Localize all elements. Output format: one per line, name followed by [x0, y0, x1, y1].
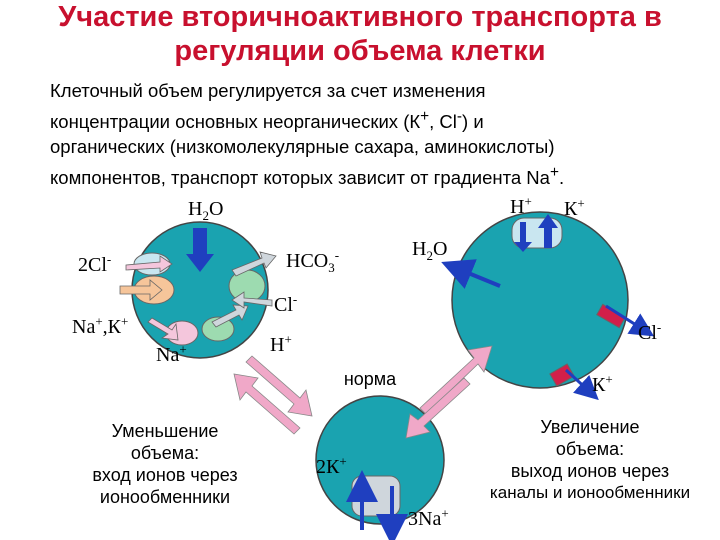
label-h2o-right-main: Н: [412, 238, 427, 260]
label-3na-center-main: 3Nа: [408, 508, 442, 530]
h2o-inflow-arrowhead-left: [186, 254, 214, 272]
intro-line-1: Клеточный объем регулируется за счет изм…: [50, 80, 486, 101]
intro-line-4-sup: +: [549, 163, 559, 181]
label-3na-center-sup: +: [441, 505, 449, 521]
label-h-right-sup: +: [524, 193, 532, 209]
label-h2o-left: Н2О: [188, 198, 224, 223]
intro-line-2-pre: концентрации основных неорганических (К: [50, 110, 421, 132]
label-k-right-main: К: [564, 198, 578, 220]
na-h-exchanger: [201, 316, 235, 342]
label-cl-left-main: 2Сl: [78, 254, 107, 276]
intro-line-2-mid: , Сl: [429, 110, 457, 132]
label-h-right-main: Н: [510, 196, 525, 218]
label-na-left-main: Nа: [156, 344, 180, 366]
label-2k-center-main: 2К: [316, 456, 340, 478]
label-hco3-sup: -: [334, 247, 340, 263]
label-na-k-left-sup-2: +: [121, 313, 129, 329]
na-k-influx-arrow: [119, 279, 163, 301]
na-influx-arrow: [147, 317, 179, 341]
intro-text: Клеточный объем регулируется за счет изм…: [50, 78, 690, 190]
label-na-left-sup: +: [179, 341, 187, 357]
label-cl-out-left-main: Сl: [274, 294, 293, 316]
k-efflux-arrow-right: [538, 214, 558, 248]
caption-increase-line-4: каналы и ионообменники: [489, 483, 691, 502]
caption-increase-line-2: объема:: [555, 439, 625, 459]
label-h2o-right: Н2О: [412, 238, 448, 263]
label-na-k-left-main: Nа: [72, 316, 96, 338]
label-h-left-sup: +: [284, 331, 292, 347]
title-line-1: Участие вторичноактивного транспорта в: [58, 1, 662, 33]
slide-title: Участие вторичноактивного транспорта в р…: [0, 0, 720, 68]
intro-line-2-sup-2: -: [456, 107, 463, 125]
label-h2o-left-main: Н: [188, 198, 203, 220]
label-hco3-main: НСО: [286, 250, 329, 272]
intro-line-3: органических (низкомолекулярные сахара, …: [50, 136, 555, 158]
cl-efflux-arrow-right: [605, 304, 655, 337]
label-2k-center: 2К+: [316, 453, 347, 478]
label-hco3: НСО3-: [286, 247, 340, 275]
cl-hco3-exchanger: [228, 269, 266, 303]
caption-increase-line-3: выход ионов через: [510, 461, 670, 481]
h-influx-arrow-right: [514, 222, 532, 252]
label-na-k-left-sup-1: +: [95, 313, 103, 329]
label-cl-right: Сl-: [638, 319, 662, 344]
label-h-left: Н+: [270, 331, 292, 356]
label-na-k-left: Nа+,К+: [72, 313, 129, 338]
label-h2o-right-sub: 2: [426, 248, 433, 263]
transition-arrow-left-upper: [245, 355, 313, 417]
transition-arrow-left-lower: [233, 373, 301, 435]
label-hco3-sub: 3: [328, 260, 335, 275]
label-2k-center-sup: +: [339, 453, 347, 469]
intro-line-2-sup-1: +: [420, 107, 430, 125]
intro-line-4: компонентов, транспорт которых зависит о…: [50, 160, 690, 191]
label-h-right: Н+: [510, 193, 532, 218]
caption-decrease-line-1: Уменьшение: [111, 421, 219, 441]
caption-increase-line-1: Увеличение: [540, 417, 640, 437]
label-cl-out-left: Сl-: [274, 291, 298, 316]
intro-line-4-pre: компонентов, транспорт которых зависит о…: [50, 166, 550, 188]
k-channel: [549, 363, 575, 387]
intro-line-2-post: ) и: [462, 110, 484, 132]
caption-decrease-line-4: ионообменники: [99, 487, 231, 507]
caption-decrease-line-2: объема:: [130, 443, 200, 463]
label-h2o-left-sub: 2: [202, 208, 209, 223]
k-efflux-arrow-right: [564, 368, 599, 401]
caption-decrease-line-3: вход ионов через: [92, 465, 238, 485]
h-efflux-arrow: [211, 304, 249, 328]
label-cl-left-sup: -: [106, 251, 112, 267]
cl-influx-arrow: [125, 255, 173, 273]
label-na-left: Nа+: [156, 341, 187, 366]
label-cl-right-sup: -: [656, 319, 662, 335]
label-h2o-right-end: О: [432, 238, 448, 260]
right-cell: [451, 211, 629, 389]
label-cl-right-main: Сl: [638, 322, 657, 344]
intro-line-2: концентрации основных неорганических (К+…: [50, 104, 690, 135]
caption-increase: Увеличение объема: выход ионов через кан…: [462, 416, 718, 504]
h2o-inflow-arrow-left: [193, 228, 207, 254]
intro-line-4-post: .: [558, 166, 565, 188]
label-cl-left: 2Сl-: [78, 251, 112, 276]
label-cl-out-left-sup: -: [292, 291, 298, 307]
label-k-right: К+: [564, 195, 585, 220]
caption-decrease: Уменьшение объема: вход ионов через ионо…: [60, 420, 270, 508]
label-3na-center: 3Nа+: [408, 505, 449, 530]
label-k-out-right-main: К: [592, 374, 606, 396]
label-na-k-left-mid: ,К: [102, 316, 122, 338]
label-h-left-main: Н: [270, 334, 285, 356]
transition-arrow-right-lower: [405, 377, 471, 439]
label-norm: норма: [343, 369, 397, 389]
label-k-right-sup: +: [577, 195, 585, 211]
h2o-outflow-arrow-right: [441, 259, 501, 289]
transition-arrow-right-upper: [419, 345, 493, 415]
label-k-out-right: К+: [592, 371, 613, 396]
label-h2o-left-end: О: [208, 198, 224, 220]
hco3-efflux-arrow: [231, 251, 277, 277]
label-k-out-right-sup: +: [605, 371, 613, 387]
cl-influx-arrow-exchanger: [231, 291, 273, 309]
title-line-2: регуляции объема клетки: [174, 35, 546, 67]
